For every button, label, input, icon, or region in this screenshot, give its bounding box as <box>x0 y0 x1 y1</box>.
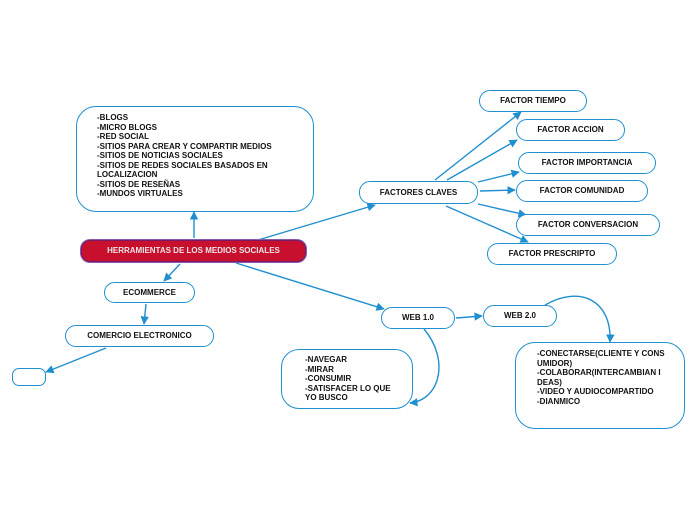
edge-central-web1 <box>235 262 385 311</box>
web2-list-node[interactable]: -CONECTARSE(CLIENTE Y CONSUMIDOR) -COLAB… <box>515 342 685 429</box>
web1-label: WEB 1.0 <box>401 313 434 323</box>
edge-web1-web2 <box>455 312 483 321</box>
factor-tiempo-label: FACTOR TIEMPO <box>500 96 566 106</box>
edge-factor-comunidad <box>479 186 516 195</box>
web2-node[interactable]: WEB 2.0 <box>483 305 557 327</box>
edge-web1-list <box>409 328 440 407</box>
factor-comunidad-label: FACTOR COMUNIDAD <box>539 186 625 196</box>
edge-factor-prescripto <box>445 205 529 243</box>
herramientas-list-node[interactable]: -BLOGS -MICRO BLOGS -RED SOCIAL -SITIOS … <box>76 106 314 212</box>
ecommerce-label: ECOMMERCE <box>123 287 176 297</box>
factor-conversacion-label: FACTOR CONVERSACION <box>537 220 639 230</box>
factor-importancia-node[interactable]: FACTOR IMPORTANCIA <box>518 152 656 174</box>
edge-web2-list <box>544 295 615 343</box>
edge-central-factores <box>257 203 376 241</box>
factor-conversacion-node[interactable]: FACTOR CONVERSACION <box>516 214 660 236</box>
edge-ecommerce-comercio <box>140 303 149 325</box>
factor-prescripto-node[interactable]: FACTOR PRESCRIPTO <box>487 243 617 265</box>
factor-comunidad-node[interactable]: FACTOR COMUNIDAD <box>516 180 648 202</box>
web2-label: WEB 2.0 <box>503 311 536 321</box>
factor-accion-label: FACTOR ACCION <box>537 125 604 135</box>
edge-central-ecommerce <box>163 263 181 282</box>
ecommerce-node[interactable]: ECOMMERCE <box>104 282 195 303</box>
central-node-label: HERRAMIENTAS DE LOS MEDIOS SOCIALES <box>107 246 280 256</box>
edge-comercio-empty <box>45 347 107 374</box>
comercio-electronico-node[interactable]: COMERCIO ELECTRONICO <box>65 325 214 347</box>
factores-claves-label: FACTORES CLAVES <box>379 187 458 197</box>
web1-node[interactable]: WEB 1.0 <box>381 307 455 329</box>
factor-importancia-label: FACTOR IMPORTANCIA <box>541 158 633 168</box>
central-node[interactable]: HERRAMIENTAS DE LOS MEDIOS SOCIALES <box>81 240 306 262</box>
edge-factor-conversacion <box>477 203 527 218</box>
web1-list-text: -NAVEGAR -MIRAR -CONSUMIR -SATISFACER LO… <box>305 355 391 402</box>
empty-node[interactable] <box>12 368 46 386</box>
edge-factor-tiempo <box>434 111 522 181</box>
edge-factor-importancia <box>477 169 520 183</box>
edge-factor-accion <box>446 139 518 181</box>
comercio-electronico-label: COMERCIO ELECTRONICO <box>87 331 192 341</box>
web2-list-text: -CONECTARSE(CLIENTE Y CONSUMIDOR) -COLAB… <box>537 349 665 406</box>
factor-tiempo-node[interactable]: FACTOR TIEMPO <box>479 90 587 112</box>
factor-accion-node[interactable]: FACTOR ACCION <box>516 119 625 141</box>
herramientas-list-text: -BLOGS -MICRO BLOGS -RED SOCIAL -SITIOS … <box>97 113 272 198</box>
web1-list-node[interactable]: -NAVEGAR -MIRAR -CONSUMIR -SATISFACER LO… <box>281 349 413 409</box>
factor-prescripto-label: FACTOR PRESCRIPTO <box>508 249 596 259</box>
factores-claves-node[interactable]: FACTORES CLAVES <box>359 181 478 204</box>
